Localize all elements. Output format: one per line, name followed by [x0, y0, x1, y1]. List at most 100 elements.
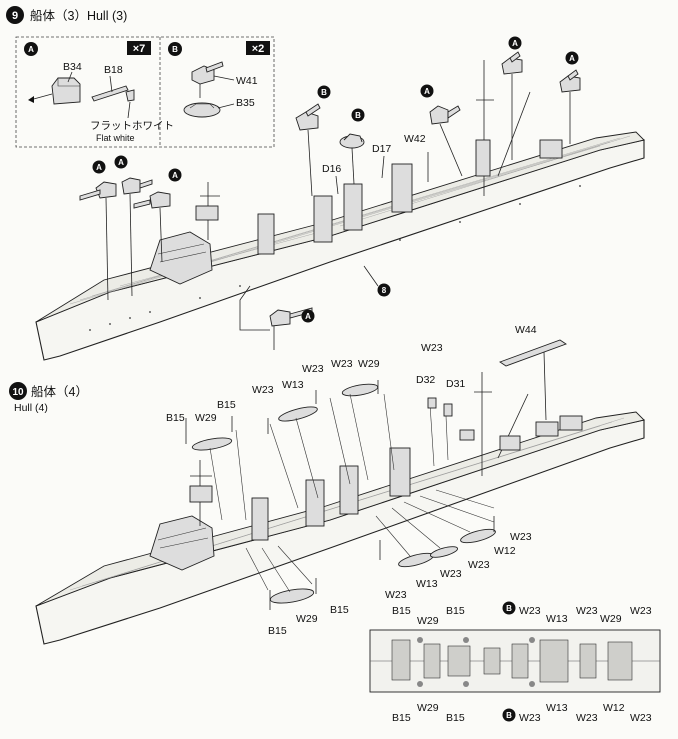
label-w41: W41 [236, 75, 258, 87]
callouts-step-9: A A A B B A A A A 8 D16 D17 W42 [92, 36, 579, 323]
hull-step-9 [35, 60, 645, 361]
label-b18: B18 [104, 64, 123, 76]
label-b15-a: B15 [166, 412, 185, 424]
label-d31: D31 [446, 378, 465, 390]
label-d16: D16 [322, 163, 341, 175]
step-10-title-en: Hull (4) [14, 402, 48, 414]
label-b15-b: B15 [217, 399, 236, 411]
label-b35: B35 [236, 97, 255, 109]
label-w23-h: W23 [385, 589, 407, 601]
funnel-1-10 [251, 497, 269, 541]
callout-a-7: A [305, 312, 311, 321]
hull-step-10 [35, 372, 645, 645]
plan-b15-tl2: B15 [446, 605, 465, 617]
label-b15-c: B15 [330, 604, 349, 616]
part-w44-drawing [499, 339, 567, 367]
label-w29-c: W29 [296, 613, 318, 625]
turrets-step-9 [79, 51, 581, 350]
note-flat-white-en: Flat white [96, 133, 135, 143]
label-w13-a: W13 [282, 379, 304, 391]
boats-step-10 [185, 339, 567, 610]
step-10-header: 10 船体（4） Hull (4) [9, 382, 88, 414]
label-w13-b: W13 [416, 578, 438, 590]
boat-w23-lower2 [460, 528, 496, 544]
label-b15-d: B15 [268, 625, 287, 637]
turret-10-aft2 [535, 421, 559, 437]
label-w12-a: W12 [494, 545, 516, 557]
turret-9-aft1 [429, 105, 461, 125]
plan-w23-t2: W23 [576, 605, 598, 617]
step-9-number: 9 [12, 10, 18, 22]
deckhouse-10 [459, 429, 475, 441]
turret-9-aft2 [501, 51, 523, 75]
plan-w12-b: W12 [603, 702, 625, 714]
plan-w23-b1: W23 [519, 712, 541, 724]
turret-9-fwd2 [121, 177, 153, 195]
label-w23-c: W23 [302, 363, 324, 375]
inset-b-qty: ×2 [252, 43, 265, 55]
funnel-1-9 [257, 213, 275, 255]
label-w23-a: W23 [421, 342, 443, 354]
inset-b-badge-text: B [172, 45, 178, 54]
plan-w13-t: W13 [546, 613, 568, 625]
callout-a-6: A [569, 54, 575, 63]
boat-w29-lower [269, 588, 315, 604]
part-d31-drawing [443, 403, 453, 417]
part-d32-drawing [427, 397, 437, 409]
plan-w29-tl: W29 [417, 615, 439, 627]
label-b34: B34 [63, 61, 82, 73]
plan-badge-b-bottom: B [506, 711, 512, 720]
label-w29-a: W29 [358, 358, 380, 370]
funnel-3-9 [343, 183, 363, 231]
label-w23-g: W23 [440, 568, 462, 580]
bridge-10 [149, 515, 215, 571]
inset-box: A ×7 B34 B18 フラットホワイト Flat white B ×2 [15, 36, 275, 148]
turret-a-drawing [28, 71, 135, 119]
callout-b-2: B [355, 111, 361, 120]
funnel-2-9 [313, 195, 333, 243]
label-d17: D17 [372, 143, 391, 155]
plan-view: B15 W29 B15 B W23 W13 W23 W29 W23 B15 W2… [369, 601, 661, 724]
bridge-9 [149, 231, 213, 285]
callout-a-1: A [96, 163, 102, 172]
label-d32: D32 [416, 374, 435, 386]
turret-b-drawing [183, 61, 235, 118]
plan-w23-b3: W23 [630, 712, 652, 724]
callout-a-3: A [172, 171, 178, 180]
labels-step-10: W44 W23 W13 W23 W23 W29 W23 D32 D31 B15 … [166, 324, 537, 637]
plan-badge-b-top: B [506, 604, 512, 613]
turret-9-mid-b2 [339, 133, 365, 149]
turret-9-fwd3 [133, 191, 171, 209]
funnel-3-10 [339, 465, 359, 515]
turret-10-aft3 [559, 415, 583, 431]
label-w23-e: W23 [510, 531, 532, 543]
inset-b-badge [168, 42, 182, 56]
label-w23-f: W23 [468, 559, 490, 571]
turret-9-fwd1 [79, 181, 117, 201]
callout-a-2: A [118, 158, 124, 167]
step-10-number: 10 [12, 387, 24, 398]
plan-w23-t3: W23 [630, 605, 652, 617]
plan-w29-t: W29 [600, 613, 622, 625]
step-9-header: 9 船体（3）Hull (3) [6, 6, 127, 24]
plan-w29-bl: W29 [417, 702, 439, 714]
plan-w23-t1: W23 [519, 605, 541, 617]
boat-w13-lower [398, 552, 434, 568]
plan-w23-b2: W23 [576, 712, 598, 724]
turret-10-aft1 [499, 435, 521, 451]
bridge-top-9 [195, 205, 219, 221]
callout-step-8: 8 [382, 286, 387, 295]
inset-a-qty: ×7 [133, 43, 146, 55]
plan-w13-b: W13 [546, 702, 568, 714]
inset-b-qty-box [246, 41, 270, 55]
step-9-badge [6, 6, 24, 24]
plan-b15-bl1: B15 [392, 712, 411, 724]
boat-w29-top [341, 383, 379, 397]
aft-house-9 [539, 139, 563, 159]
step-10-badge [9, 382, 27, 400]
boat-w13-top [278, 406, 318, 422]
label-w23-d: W23 [331, 358, 353, 370]
label-w44: W44 [515, 324, 537, 336]
